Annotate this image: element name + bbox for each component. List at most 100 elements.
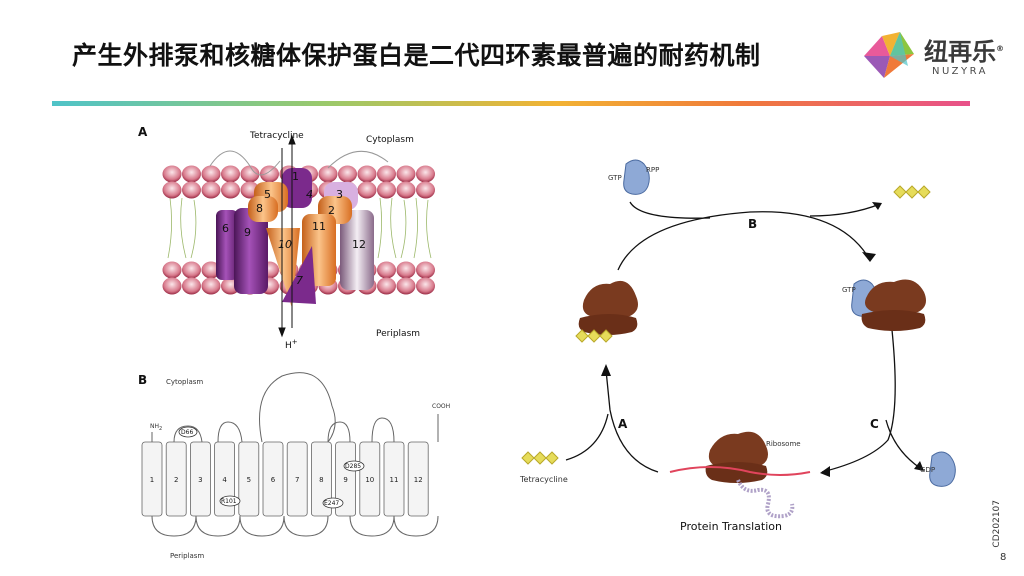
- lipid-head: [162, 181, 182, 199]
- nuzyra-logo: [864, 32, 914, 78]
- helix-6: [216, 210, 238, 280]
- residue-marker: [219, 495, 241, 507]
- residue-label: R101: [221, 498, 237, 505]
- topology-helix-label: 7: [295, 476, 299, 484]
- rpp-label: RPP: [646, 166, 659, 174]
- panel-b-periplasm-label: Periplasm: [170, 552, 204, 560]
- lipid-head: [377, 165, 396, 183]
- brand-english-name: NUZYRA: [932, 66, 988, 77]
- helix-9: [234, 208, 268, 294]
- topology-helix-label: 4: [222, 476, 227, 484]
- panel-a-cytoplasm-label: Cytoplasm: [366, 135, 414, 145]
- topology-helix-label: 10: [365, 476, 374, 484]
- lipid-head: [240, 165, 260, 183]
- arrow-c-right: [821, 329, 896, 473]
- brand-chinese-name: 纽再乐®: [924, 38, 1004, 66]
- residue-label: D285: [345, 463, 361, 470]
- topology-helix-5: [238, 441, 260, 517]
- residue-label: D66: [181, 429, 193, 436]
- free-tetracycline-icon: [521, 451, 559, 465]
- panel-a-proton-label: H+: [285, 338, 298, 351]
- helix-label-11: 11: [312, 220, 326, 233]
- header-accent-line: [52, 101, 970, 106]
- lipid-head: [201, 165, 221, 183]
- lipid-head: [396, 261, 416, 279]
- topology-helix-8: [310, 441, 332, 517]
- ribosome-label: Ribosome: [766, 440, 801, 448]
- topology-helix-3: [190, 441, 211, 517]
- gdp-label: GDP: [920, 466, 935, 474]
- lipid-head: [182, 277, 201, 295]
- rpp-protein-gdp: [929, 451, 956, 487]
- topology-helix-2: [165, 441, 187, 517]
- lipid-head: [182, 181, 201, 199]
- arrow-b-in: [629, 201, 711, 219]
- lipid-head: [162, 277, 182, 295]
- lipid-tails: [167, 197, 432, 259]
- cycle-arrows: [565, 201, 921, 473]
- lipid-head: [377, 181, 396, 199]
- topology-helix-label: 12: [414, 476, 423, 484]
- topology-helix-6: [262, 441, 284, 517]
- helix-label-2: 2: [328, 204, 335, 217]
- ribosome-bound-tetracycline: [575, 280, 638, 343]
- document-code: CD202107: [992, 500, 1002, 548]
- cycle-tetracycline-label: Tetracycline: [519, 475, 568, 484]
- panel-a-periplasm-label: Periplasm: [376, 329, 420, 339]
- page-number: 8: [1000, 552, 1007, 563]
- topology-helix-10: [359, 441, 381, 517]
- lipid-head: [396, 181, 416, 199]
- arrow-a-in: [565, 413, 609, 461]
- lipid-head: [201, 261, 221, 279]
- arrow-c-out: [885, 419, 921, 469]
- lipid-head: [377, 277, 396, 295]
- helix-label-12: 12: [352, 238, 366, 251]
- lipid-head: [221, 181, 240, 199]
- nascent-peptide: [736, 479, 795, 519]
- topology-helix-label: 9: [343, 476, 347, 484]
- protein-translation-label: Protein Translation: [680, 520, 782, 533]
- helix-label-10: 10: [278, 238, 292, 251]
- helix-label-5: 5: [264, 188, 271, 201]
- lipid-head: [396, 277, 416, 295]
- lipid-head: [396, 165, 416, 183]
- cycle-label-a: A: [618, 417, 628, 431]
- helix-label-9: 9: [244, 226, 251, 239]
- lipid-head: [416, 261, 435, 279]
- lipid-head: [357, 181, 377, 199]
- lipid-head: [416, 165, 435, 183]
- topology-helix-label: 3: [198, 476, 202, 484]
- lipid-head: [260, 165, 279, 183]
- panel-b-label: B: [138, 373, 147, 387]
- lipid-head: [357, 165, 377, 183]
- residue-marker: [322, 497, 344, 509]
- lipid-head: [201, 277, 221, 295]
- panel-b-nh2-label: NH2: [150, 423, 162, 432]
- arrow-a-left: [605, 369, 659, 473]
- lipid-head: [162, 165, 182, 183]
- topology-helix-11: [383, 441, 405, 517]
- lipid-head: [201, 181, 221, 199]
- residue-marker: [343, 460, 365, 472]
- lipid-head: [416, 277, 435, 295]
- helix-label-4: 4: [306, 188, 313, 201]
- topology-helix-label: 2: [174, 476, 178, 484]
- lipid-head: [182, 261, 201, 279]
- gtp-top-label: GTP: [608, 174, 622, 182]
- panel-a-tetracycline-label: Tetracycline: [249, 131, 304, 141]
- rpp-protein-top: [623, 159, 650, 195]
- logo-mark-icon: [864, 32, 914, 78]
- arrow-b-top: [617, 211, 871, 271]
- arrowheads: [601, 202, 924, 477]
- helix-label-3: 3: [336, 188, 343, 201]
- panel-a-label: A: [138, 125, 148, 139]
- helix-label-8: 8: [256, 202, 263, 215]
- helix-4: [282, 168, 312, 208]
- helix-7: [282, 246, 316, 304]
- panel-b-cooh-label: COOH: [432, 403, 450, 410]
- topology-helix-label: 11: [390, 476, 399, 484]
- helix-label-7: 7: [296, 274, 303, 287]
- translating-ribosome: [669, 431, 811, 519]
